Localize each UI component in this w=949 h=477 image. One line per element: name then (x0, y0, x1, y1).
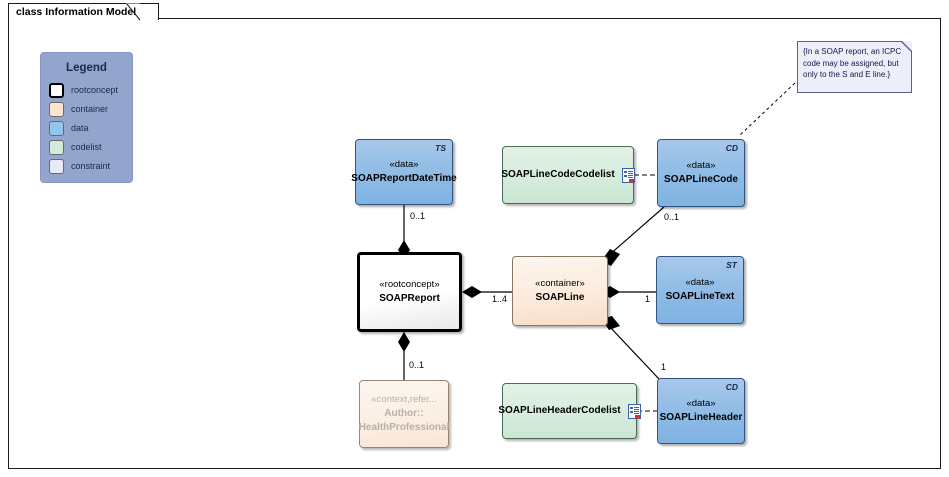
legend-swatch-constraint (49, 158, 64, 174)
legend-item-constraint: constraint (49, 157, 132, 175)
document-list-icon (621, 167, 635, 183)
class-soap-line-code[interactable]: CD «data» SOAPLineCode (657, 139, 745, 207)
class-name-soap-line-header-codelist: SOAPLineHeaderCodelist (498, 405, 621, 416)
class-stereotype-soap-report-datetime: «data» (389, 159, 419, 170)
class-soap-line-code-codelist[interactable]: SOAPLineCodeCodelist (501, 146, 635, 204)
multiplicity-report-datetime: 0..1 (410, 211, 426, 221)
class-soap-line-header[interactable]: CD «data» SOAPLineHeader (657, 378, 745, 444)
legend-title: Legend (66, 62, 107, 74)
class-tag-soap-line-code: CD (725, 143, 738, 153)
class-name-soap-line-code: SOAPLineCode (664, 174, 738, 185)
legend-label-rootconcept: rootconcept (71, 85, 119, 95)
multiplicity-line-header: 1 (661, 362, 667, 372)
class-stereotype-soap-report: «rootconcept» (379, 279, 440, 290)
legend-label-codelist: codelist (71, 142, 102, 152)
class-stereotype-soap-line-code: «data» (686, 160, 716, 171)
class-tag-soap-report-datetime: TS (435, 143, 446, 153)
legend-item-rootconcept: rootconcept (49, 81, 132, 99)
class-name-soap-line: SOAPLine (535, 292, 585, 303)
legend: Legend rootconcept container data codeli… (40, 52, 133, 183)
legend-swatch-codelist (49, 139, 64, 155)
class-tag-soap-line-text: ST (726, 260, 737, 270)
class-name-soap-line-text: SOAPLineText (665, 291, 735, 302)
class-name-author-ref-line2: HealthProfessional (358, 422, 450, 433)
multiplicity-line-code: 0..1 (664, 212, 680, 222)
class-soap-report[interactable]: «rootconcept» SOAPReport (357, 252, 462, 332)
legend-label-constraint: constraint (71, 161, 111, 171)
class-stereotype-author-ref: «context,refer... (371, 394, 437, 405)
legend-label-data: data (71, 123, 89, 133)
class-stereotype-soap-line-text: «data» (685, 277, 715, 288)
class-soap-report-datetime[interactable]: TS «data» SOAPReportDateTime (351, 139, 457, 205)
legend-swatch-container (49, 101, 64, 117)
legend-item-codelist: codelist (49, 138, 132, 156)
class-author-health-professional[interactable]: «context,refer... Author:: HealthProfess… (359, 380, 449, 448)
legend-item-container: container (49, 100, 132, 118)
class-soap-line-header-codelist[interactable]: SOAPLineHeaderCodelist (498, 383, 641, 439)
multiplicity-report-author: 0..1 (409, 360, 425, 370)
note-text: {In a SOAP report, an ICPC code may be a… (803, 47, 902, 79)
class-soap-line-text[interactable]: ST «data» SOAPLineText (656, 256, 744, 324)
class-name-soap-report: SOAPReport (379, 293, 440, 304)
legend-label-container: container (71, 104, 109, 114)
class-name-soap-report-datetime: SOAPReportDateTime (351, 173, 457, 184)
class-stereotype-soap-line-header: «data» (686, 398, 716, 409)
class-tag-soap-line-header: CD (725, 382, 738, 392)
class-name-soap-line-header: SOAPLineHeader (659, 412, 743, 423)
class-name-soap-line-code-codelist: SOAPLineCodeCodelist (501, 169, 615, 180)
multiplicity-line-text: 1 (645, 294, 651, 304)
class-stereotype-soap-line: «container» (535, 278, 585, 289)
diagram-frame-tab-label: class Information Model (16, 6, 137, 18)
legend-item-data: data (49, 119, 132, 137)
diagram-frame (8, 18, 941, 469)
legend-swatch-data (49, 120, 64, 136)
legend-swatch-rootconcept (49, 82, 64, 98)
multiplicity-report-line: 1..4 (492, 294, 508, 304)
diagram-frame-tab: class Information Model (8, 3, 160, 20)
class-name-author-ref-line1: Author:: (384, 408, 424, 419)
class-soap-line[interactable]: «container» SOAPLine (512, 256, 608, 326)
document-list-icon-2 (627, 403, 641, 419)
note-comment[interactable]: {In a SOAP report, an ICPC code may be a… (797, 41, 912, 93)
legend-rows: rootconcept container data codelist cons… (41, 81, 132, 175)
note-fold-inner-icon (902, 41, 912, 51)
